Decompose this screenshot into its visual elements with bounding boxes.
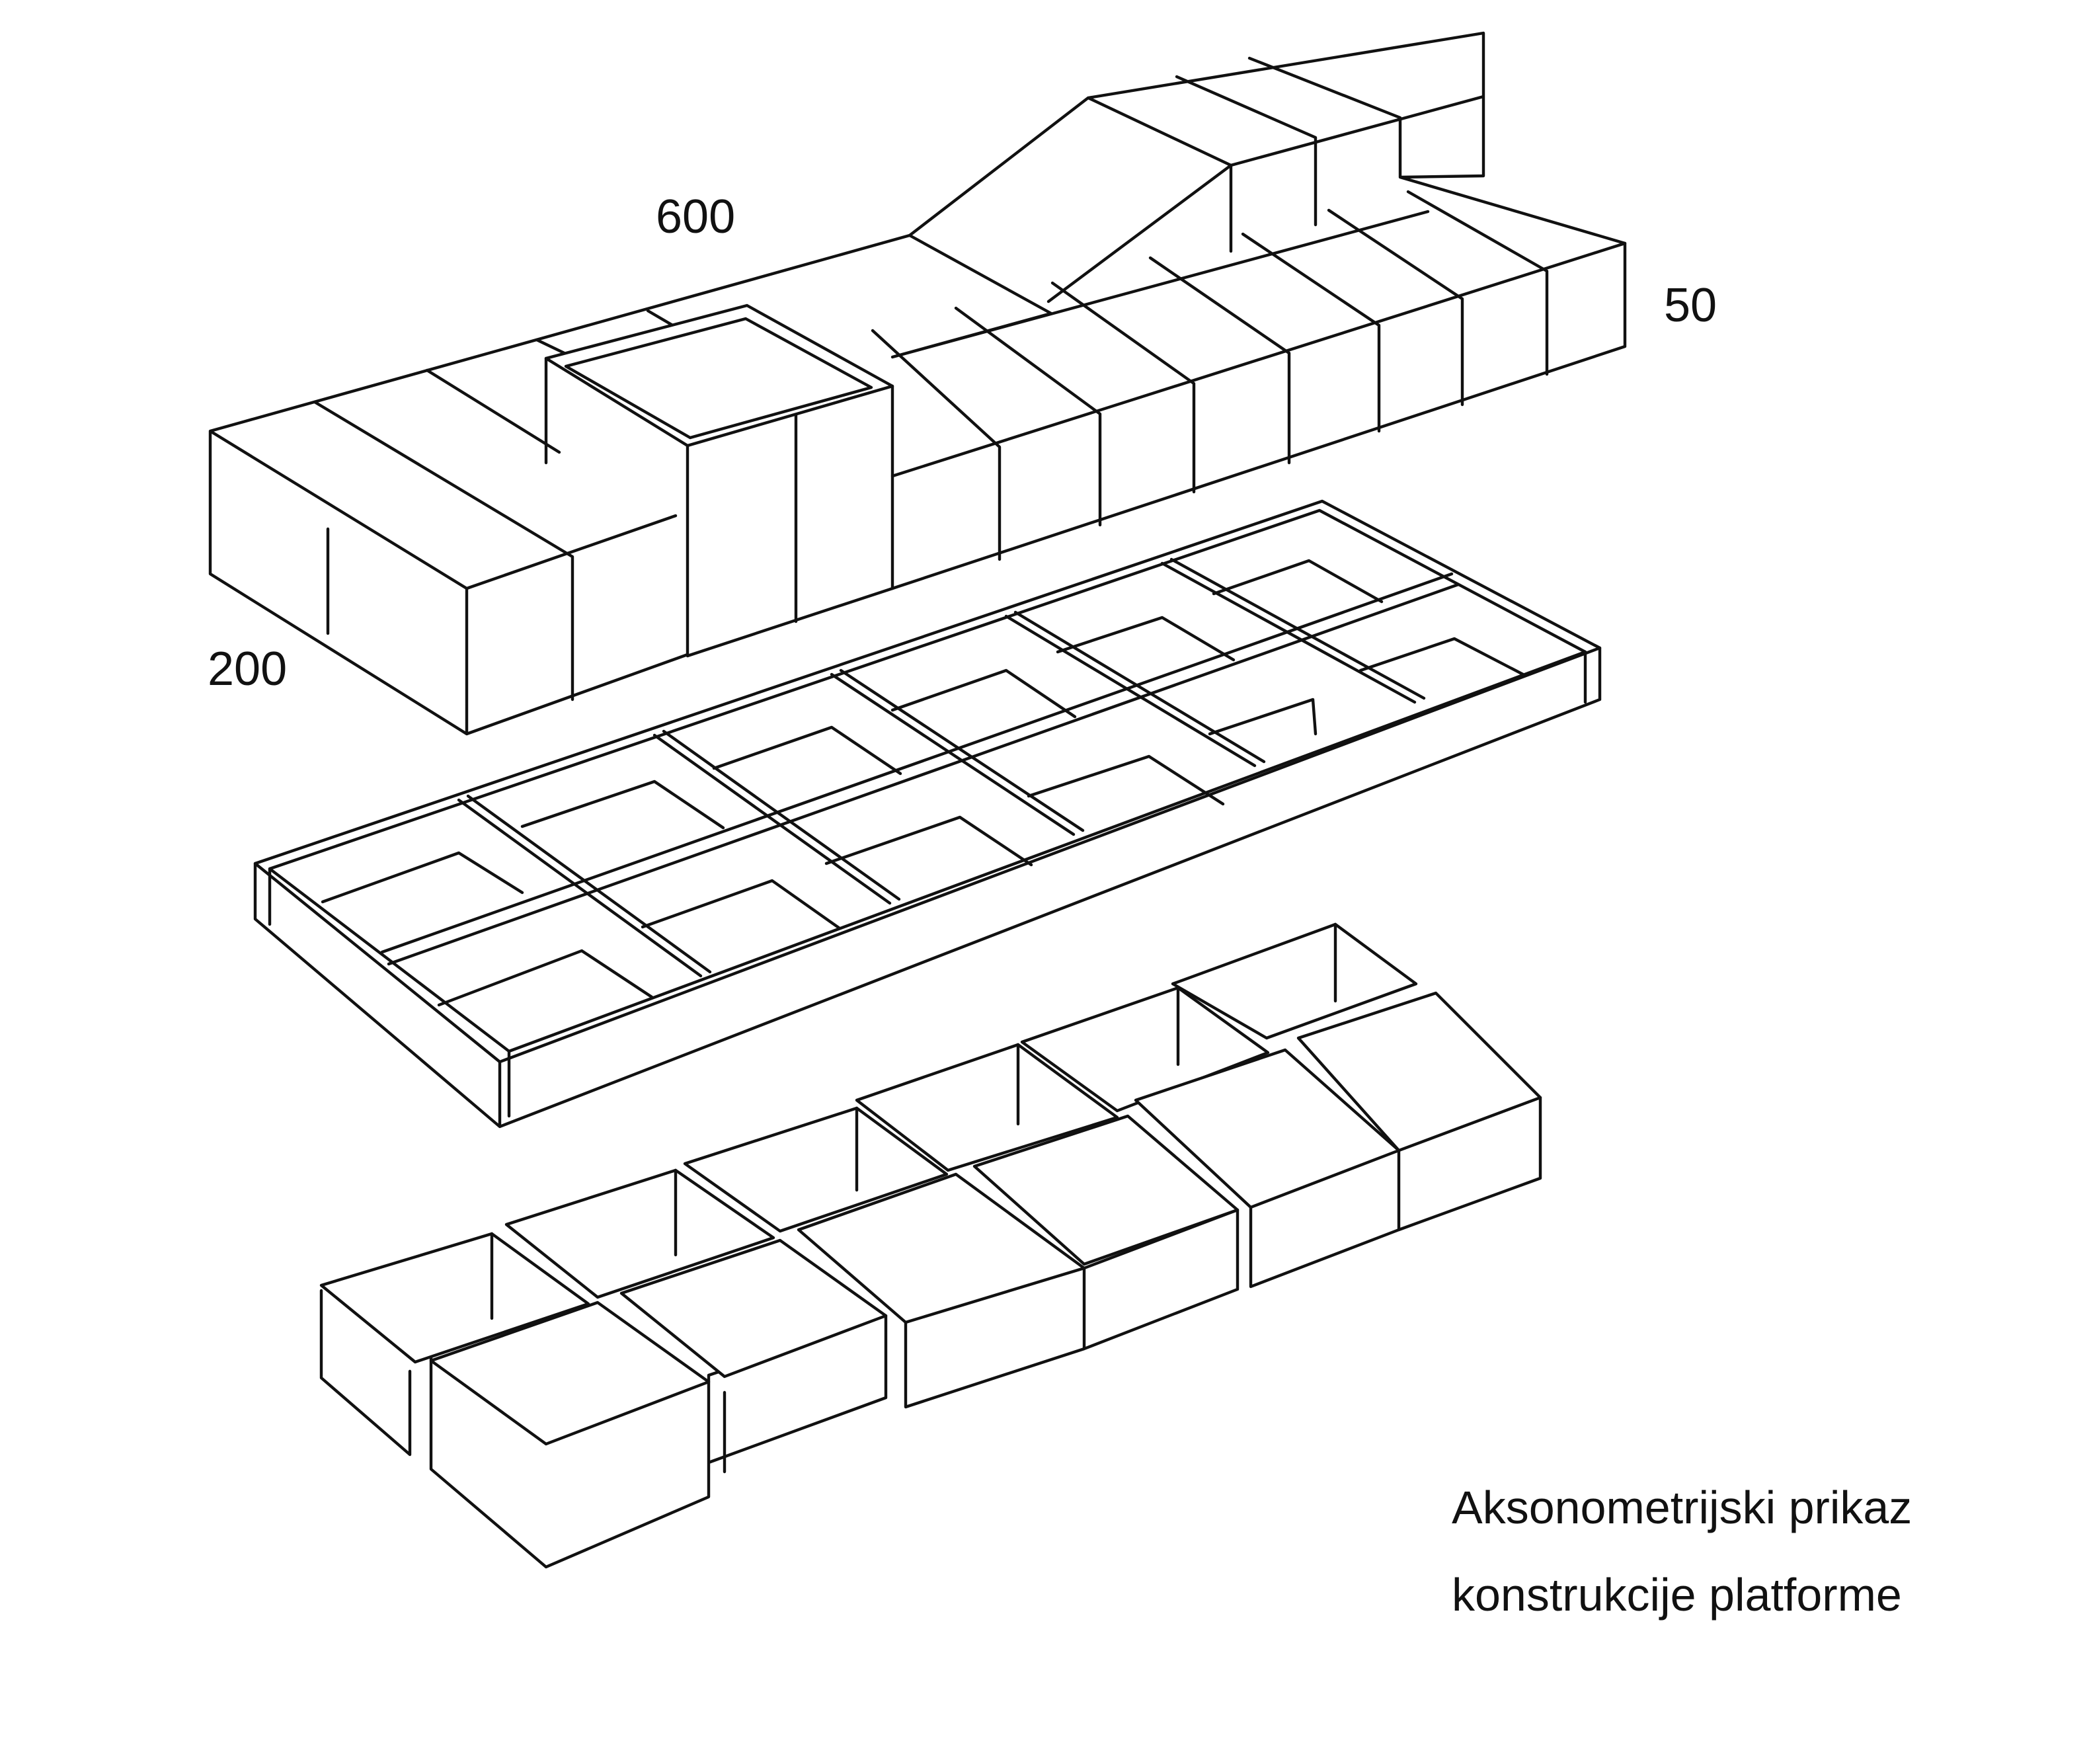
block-top-2 [504, 1168, 775, 1299]
ramp [908, 31, 1627, 303]
blocks-back-edges [490, 922, 1337, 1320]
frame-cross-ribs [457, 557, 1426, 978]
block-top-3 [683, 1106, 949, 1233]
dimension-length-label: 600 [656, 190, 736, 243]
block-top-8 [619, 1238, 888, 1379]
support-frame-grid [253, 499, 1602, 1129]
block-top-7 [429, 1301, 711, 1446]
top-layer-joints-right [871, 190, 1549, 561]
top-layer-right [890, 210, 1627, 590]
top-layer-outline [208, 233, 912, 736]
block-top-6 [1171, 922, 1418, 1040]
block-top-12 [1296, 991, 1542, 1152]
caption-line-2: konstrukcije platforme [1452, 1569, 1902, 1621]
frame-cell-floors [321, 559, 1525, 1007]
dimension-width-label: 200 [208, 643, 288, 696]
block-top-1 [319, 1232, 590, 1364]
block-top-9 [797, 1172, 1086, 1324]
frame-long-rib [380, 572, 1460, 966]
caption-line-1: Aksonometrijski prikaz [1452, 1482, 1912, 1533]
block-top-10 [972, 1114, 1240, 1266]
raised-box-sides [544, 356, 894, 658]
blocks-front-faces [429, 1096, 1542, 1569]
dimension-height-label: 50 [1664, 279, 1717, 332]
raised-box-inner [564, 317, 873, 440]
base-block-modules [319, 922, 1542, 1569]
block-top-5 [1020, 986, 1270, 1113]
top-layer-modules [208, 31, 1627, 736]
drawing-caption: Aksonometrijski prikaz konstrukcije plat… [1452, 1464, 1912, 1638]
block-top-4 [855, 1043, 1119, 1172]
blocks-back-faces [319, 1289, 412, 1457]
frame-rim-sides [253, 646, 1602, 1129]
